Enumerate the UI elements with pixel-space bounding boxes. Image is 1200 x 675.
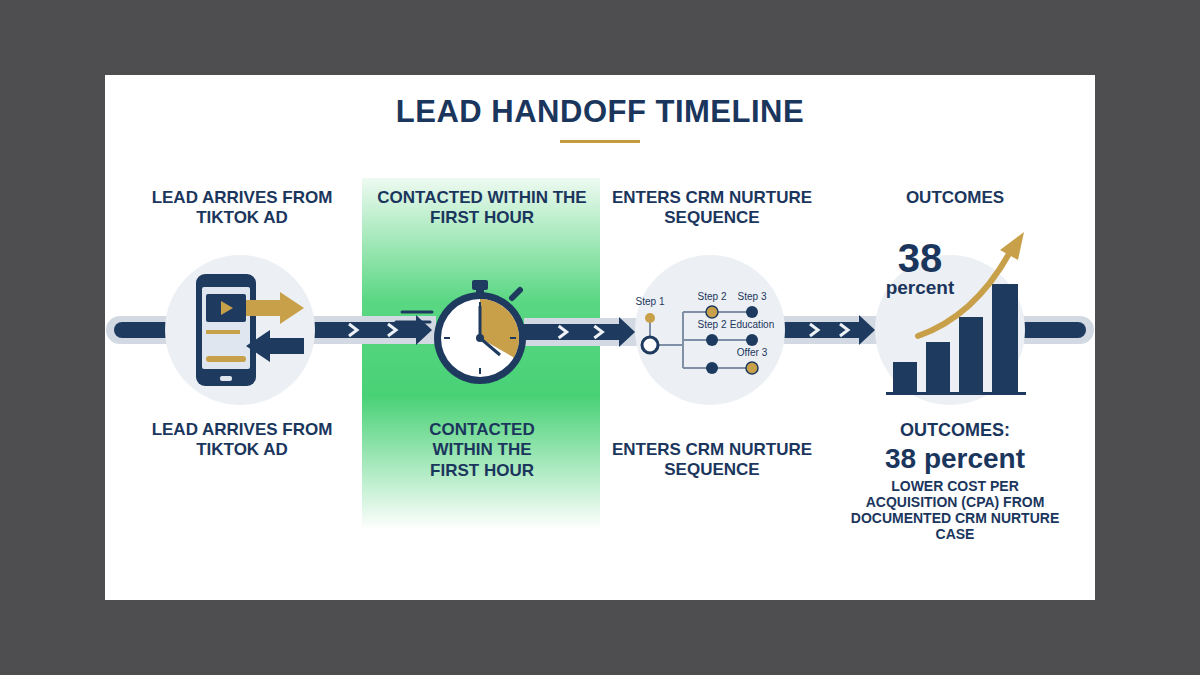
track-chevron [349,324,357,336]
stopwatch-icon [396,280,526,384]
video-box [206,294,246,322]
title-underline [560,140,640,143]
stage-circle [165,255,315,405]
stage-node: OUTCOMES38 percentOUTCOMES:38 percentLOW… [875,255,1025,405]
timeline-connector [311,315,436,345]
diagram-title: LEAD HANDOFF TIMELINE [0,94,1200,130]
stage-label: 38 percent [881,238,959,297]
screen-line [206,330,240,334]
arrow-head [416,315,432,345]
step-label: Step 1 [636,296,665,307]
track-chevron [594,326,602,338]
track-stub [1020,316,1080,344]
track-stub [1020,322,1078,338]
stage-label: OUTCOMES [875,188,1035,208]
stage-label: LOWER COST PER ACQUISITION (CPA) FROM DO… [848,478,1063,542]
sequence-dots [642,306,758,374]
home-button [220,376,232,381]
stage-label: ENTERS CRM NURTURE SEQUENCE [597,188,827,229]
stage-label: ENTERS CRM NURTURE SEQUENCE [592,440,832,481]
growth-arrowhead [1000,232,1024,260]
track-chevron [559,326,567,338]
phone-screen [202,287,250,369]
bar-chart [886,284,1026,395]
stage-node: CONTACTED WITHIN THE FIRST HOURCONTACTED… [432,280,528,384]
step-label: Education [730,319,774,330]
step-label: Offer 3 [737,347,767,358]
stage-node: LEAD ARRIVES FROM TIKTOK ADLEAD ARRIVES … [165,255,315,405]
step-label: Step 2 [698,291,727,302]
timeline-connector [781,315,879,345]
stage-label: OUTCOMES: [865,420,1045,442]
highlight-band [362,178,600,530]
track-stub [120,316,170,344]
step-label: Step 2 [698,319,727,330]
incoming-arrow [246,330,304,362]
stage-label: LEAD ARRIVES FROM TIKTOK AD [137,188,347,229]
stage-label: 38 percent [855,442,1055,476]
track-chevron [810,324,818,336]
step-label: Step 3 [738,291,767,302]
arrow-head [859,315,875,345]
arrow-head [619,317,635,347]
track-chevron [388,324,396,336]
phone-body [196,274,256,386]
stage-label: LEAD ARRIVES FROM TIKTOK AD [137,420,347,461]
play-icon [221,301,233,315]
stage-label: CONTACTED WITHIN THE FIRST HOUR [372,188,592,229]
stage-label: CONTACTED WITHIN THE FIRST HOUR [407,420,557,481]
stage-circle [635,255,785,405]
track-chevron [840,324,848,336]
timeline-connector [524,317,639,347]
stage-node: ENTERS CRM NURTURE SEQUENCEENTERS CRM NU… [635,255,785,405]
outgoing-arrow [246,292,304,324]
screen-button [206,356,246,362]
track-stub [122,322,170,338]
